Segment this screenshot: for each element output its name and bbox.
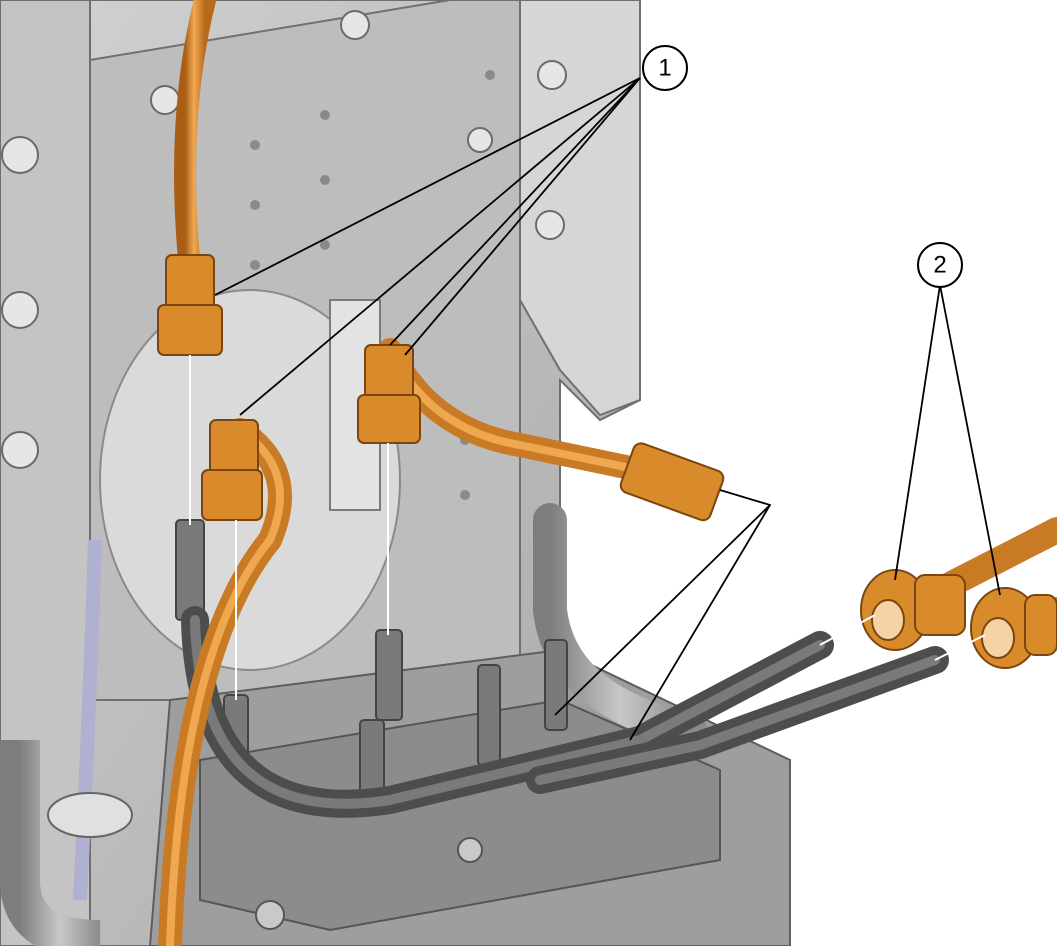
line-nuts	[157, 254, 725, 522]
callout-2-label: 2	[933, 252, 946, 279]
callout-leaders	[214, 77, 1001, 741]
bolt-heads	[1, 10, 567, 469]
callout-2: 2	[917, 242, 963, 288]
injector-studs	[175, 519, 568, 801]
callout-1: 1	[642, 45, 688, 91]
callout-1-label: 1	[658, 55, 671, 82]
assembly-lines	[189, 355, 986, 700]
hose-connectors	[860, 569, 1057, 669]
